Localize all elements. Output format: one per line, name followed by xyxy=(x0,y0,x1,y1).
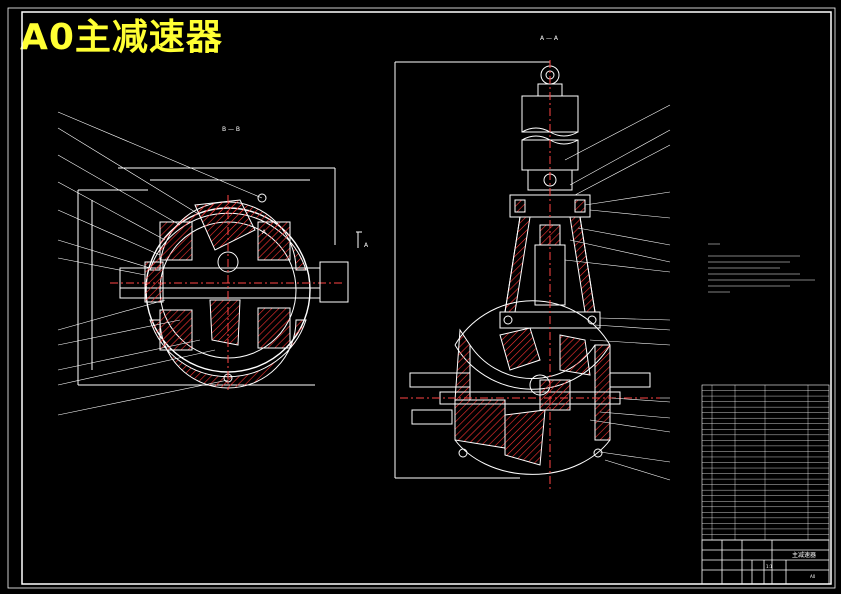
title-block-part-name: 主减速器 xyxy=(792,551,816,559)
title-block xyxy=(701,539,830,585)
side-view-label: B — B xyxy=(222,126,240,133)
section-view xyxy=(394,60,660,490)
inner-border xyxy=(21,11,832,585)
drawing-title: A0主减速器 xyxy=(20,17,223,58)
outer-border xyxy=(7,7,836,589)
side-view-leaders xyxy=(57,111,263,416)
side-view xyxy=(77,167,362,390)
section-view-label: A — A xyxy=(540,35,559,42)
section-view-leaders xyxy=(564,104,671,481)
technical-notes xyxy=(708,243,815,293)
title-block-scale: 1:1 xyxy=(766,564,773,569)
section-marker-a: A xyxy=(262,229,267,236)
section-marker-b: A xyxy=(364,242,369,249)
title-block-sheet: A0 xyxy=(810,574,816,579)
parts-list-rows xyxy=(702,385,829,540)
